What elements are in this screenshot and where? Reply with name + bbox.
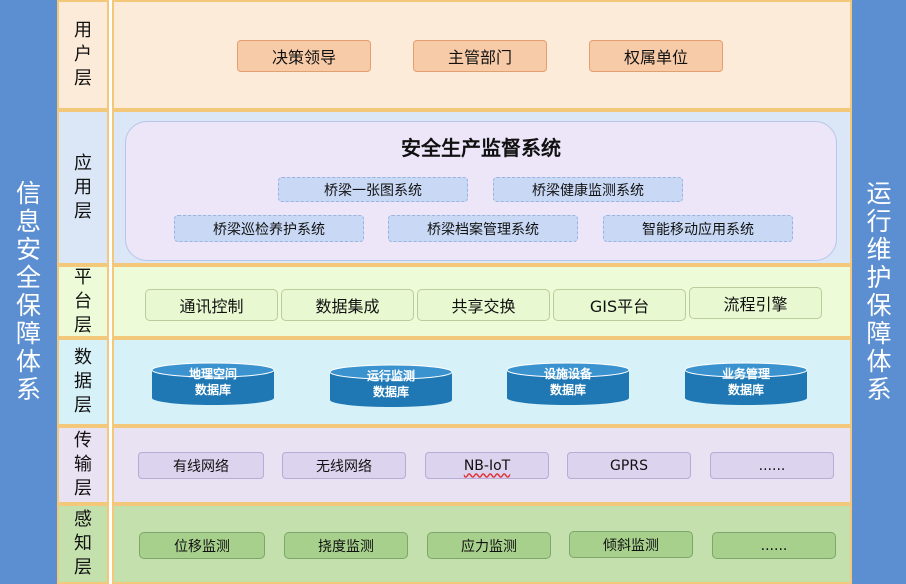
platform-layer: 平台层 通讯控制 数据集成 共享交换 GIS平台 流程引擎: [57, 265, 852, 338]
user-item: 决策领导: [237, 40, 371, 72]
database-name: 地理空间: [188, 367, 237, 381]
transport-item: 无线网络: [282, 452, 406, 479]
user-layer-label: 用户层: [74, 20, 92, 89]
app-system-item: 智能移动应用系统: [603, 215, 793, 242]
app-system-item: 桥梁健康监测系统: [493, 177, 683, 202]
sensing-layer-label-box: 感知层: [57, 504, 109, 584]
ops-maintenance-pillar: 运行维护保障体系: [852, 0, 906, 584]
transport-layer-label-box: 传输层: [57, 426, 109, 504]
sensing-item: ......: [712, 532, 836, 559]
sensing-layer: 感知层 位移监测 挠度监测 应力监测 倾斜监测 ......: [57, 504, 852, 584]
transport-layer-label: 传输层: [74, 430, 92, 499]
database-cylinder: 业务管理数据库: [684, 362, 808, 406]
user-item: 主管部门: [413, 40, 547, 72]
database-name: 设施设备: [543, 367, 592, 381]
platform-layer-label: 平台层: [74, 266, 92, 336]
info-security-pillar: 信息安全保障体系: [0, 0, 57, 584]
data-layer-label-box: 数据层: [57, 338, 109, 426]
app-system-item: 桥梁档案管理系统: [388, 215, 578, 242]
safety-supervision-system-panel: 安全生产监督系统 桥梁一张图系统 桥梁健康监测系统 桥梁巡检养护系统 桥梁档案管…: [125, 121, 837, 261]
database-cylinder: 设施设备数据库: [506, 362, 630, 406]
data-layer: 数据层 地理空间数据库 运行监测数据库 设施设备数据库: [57, 338, 852, 426]
ops-maintenance-pillar-label: 运行维护保障体系: [866, 179, 892, 404]
transport-item: GPRS: [567, 452, 691, 479]
info-security-pillar-label: 信息安全保障体系: [15, 179, 41, 404]
transport-layer: 传输层 有线网络 无线网络 NB-IoT GPRS ......: [57, 426, 852, 504]
database-icon: [506, 362, 630, 405]
database-cylinder: 地理空间数据库: [151, 362, 275, 406]
transport-item: 有线网络: [138, 452, 264, 479]
database-suffix: 数据库: [549, 383, 586, 397]
app-system-item: 桥梁巡检养护系统: [174, 215, 364, 242]
database-name: 业务管理: [721, 367, 770, 381]
app-system-item: 桥梁一张图系统: [278, 177, 468, 202]
platform-item: 数据集成: [281, 289, 414, 321]
database-name: 运行监测: [366, 369, 415, 383]
sensing-item: 位移监测: [139, 532, 265, 559]
database-suffix: 数据库: [372, 385, 409, 399]
application-layer-label: 应用层: [74, 152, 92, 222]
sensing-layer-content: 位移监测 挠度监测 应力监测 倾斜监测 ......: [112, 504, 852, 584]
data-layer-label: 数据层: [74, 347, 92, 416]
platform-item: 通讯控制: [145, 289, 278, 321]
sensing-item: 倾斜监测: [569, 531, 693, 558]
sensing-item: 应力监测: [427, 532, 551, 559]
application-layer: 应用层 安全生产监督系统 桥梁一张图系统 桥梁健康监测系统 桥梁巡检养护系统 桥…: [57, 110, 852, 265]
transport-layer-content: 有线网络 无线网络 NB-IoT GPRS ......: [112, 426, 852, 504]
database-icon: [684, 362, 808, 405]
user-layer: 用户层 决策领导 主管部门 权属单位: [57, 0, 852, 110]
platform-item: 共享交换: [417, 289, 550, 321]
platform-layer-content: 通讯控制 数据集成 共享交换 GIS平台 流程引擎: [112, 265, 852, 338]
platform-layer-label-box: 平台层: [57, 265, 109, 338]
transport-item-label: NB-IoT: [463, 457, 511, 474]
sensing-item: 挠度监测: [284, 532, 408, 559]
platform-item: GIS平台: [553, 289, 686, 321]
application-layer-content: 安全生产监督系统 桥梁一张图系统 桥梁健康监测系统 桥梁巡检养护系统 桥梁档案管…: [112, 110, 852, 265]
database-icon: [329, 364, 453, 407]
sensing-layer-label: 感知层: [74, 509, 92, 578]
database-cylinder: 运行监测数据库: [329, 364, 453, 408]
platform-item: 流程引擎: [689, 287, 822, 319]
database-icon: [151, 362, 275, 405]
system-title: 安全生产监督系统: [401, 136, 561, 160]
user-layer-label-box: 用户层: [57, 0, 109, 110]
database-suffix: 数据库: [727, 383, 764, 397]
transport-item: ......: [710, 452, 834, 479]
transport-item: NB-IoT: [425, 452, 549, 479]
user-layer-content: 决策领导 主管部门 权属单位: [112, 0, 852, 110]
data-layer-content: 地理空间数据库 运行监测数据库 设施设备数据库 业务管理数据库: [112, 338, 852, 426]
user-item: 权属单位: [589, 40, 723, 72]
application-layer-label-box: 应用层: [57, 110, 109, 265]
database-suffix: 数据库: [194, 383, 231, 397]
